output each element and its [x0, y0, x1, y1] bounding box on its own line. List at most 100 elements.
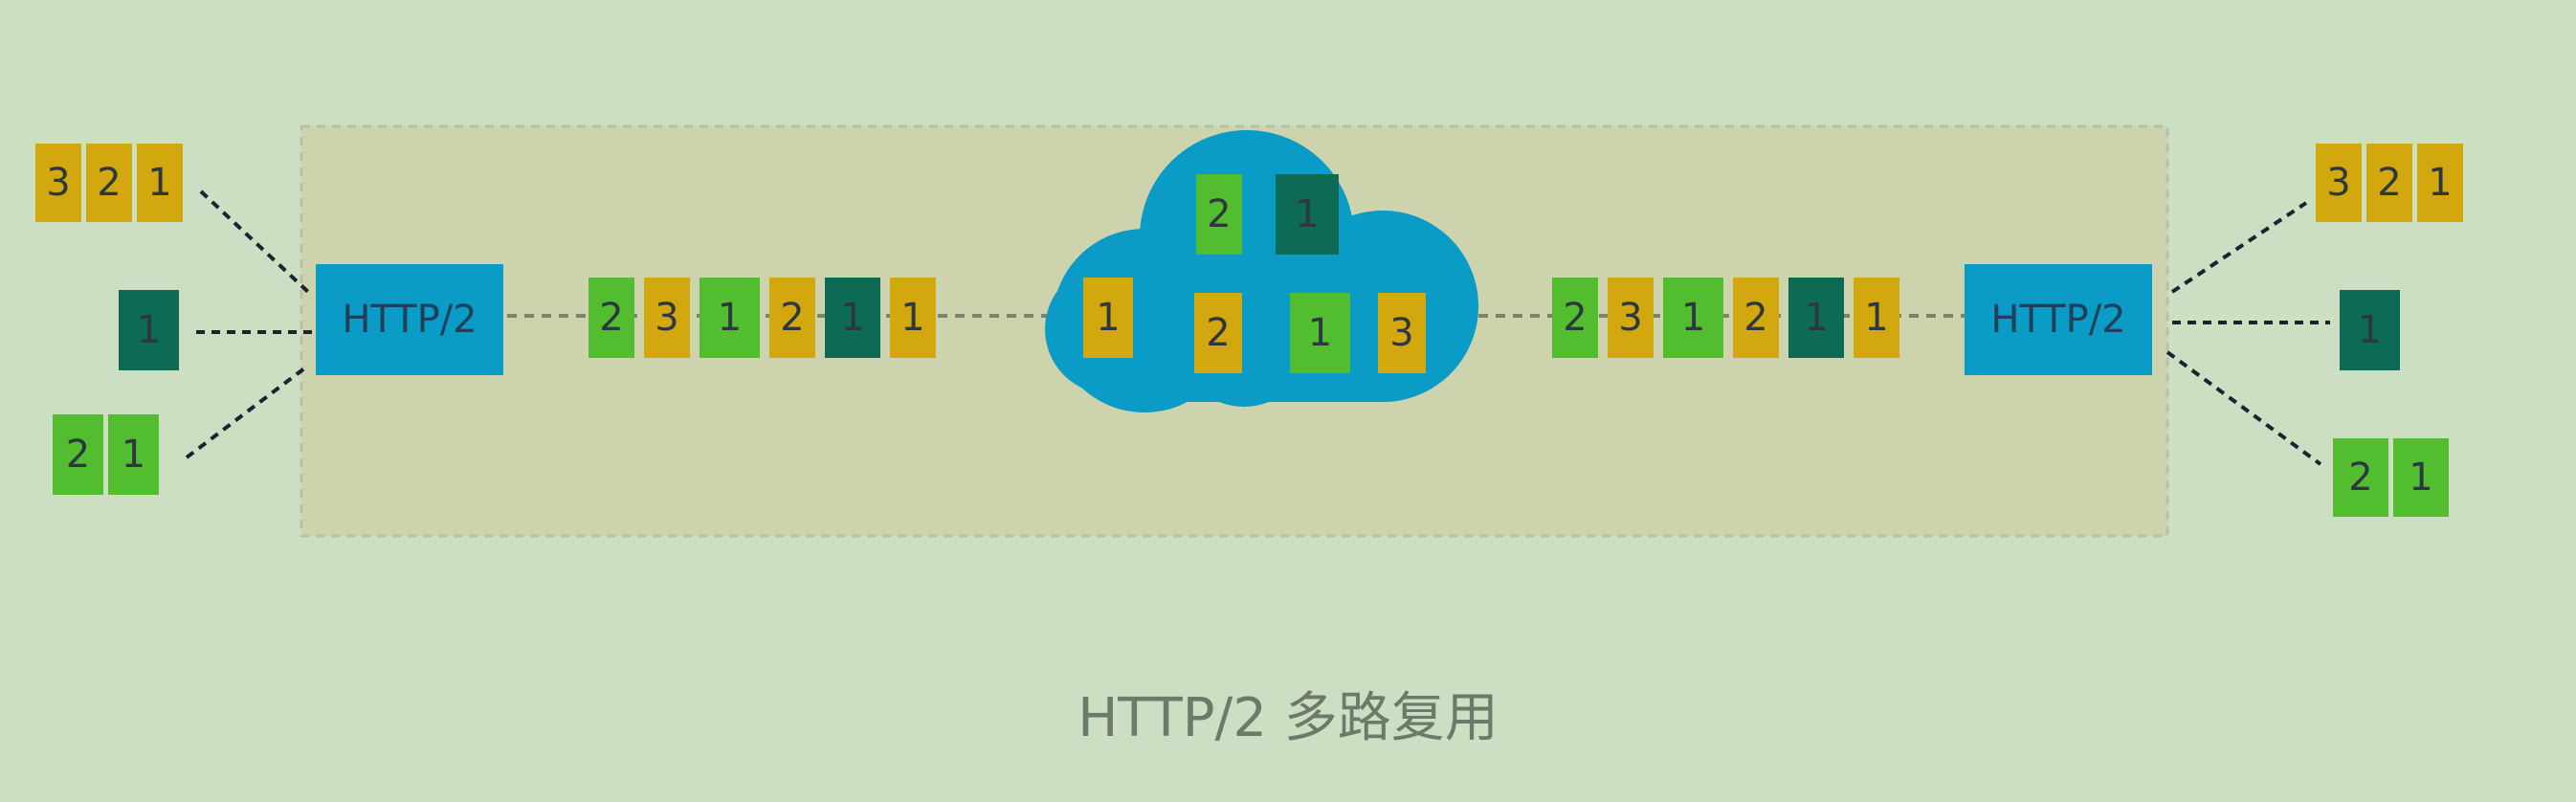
frame-label: 3	[46, 161, 70, 205]
diagram-caption: HTTP/2 多路复用	[1077, 687, 1499, 749]
cloud-frame-5: 3	[1378, 293, 1426, 373]
frame-label: 3	[1389, 311, 1413, 355]
frame-box	[1290, 293, 1350, 373]
cloud-frame-3: 2	[1194, 293, 1242, 373]
left-sequence-frame-2: 1	[700, 278, 760, 358]
frame-label: 2	[2377, 161, 2401, 205]
frame-box	[2393, 438, 2449, 517]
frame-box	[700, 278, 760, 358]
frame-label: 1	[718, 296, 742, 340]
frame-box	[825, 278, 880, 358]
frame-box	[588, 278, 634, 358]
frame-box	[2366, 144, 2412, 222]
frame-label: 1	[1864, 296, 1888, 340]
left-stream-3-frame-1: 1	[137, 144, 183, 222]
left-sequence-frame-1: 3	[644, 278, 690, 358]
frame-label: 3	[655, 296, 678, 340]
frame-label: 1	[147, 161, 171, 205]
frame-label: 2	[2348, 456, 2372, 500]
right-stream-2-frame-2: 2	[2333, 438, 2388, 517]
endpoint-box	[316, 264, 503, 375]
frame-label: 1	[1804, 296, 1828, 340]
left-http2-endpoint: HTTP/2	[316, 264, 503, 375]
output-line-stream-2	[2165, 350, 2322, 466]
frame-label: 2	[1206, 311, 1230, 355]
frame-box	[108, 414, 159, 495]
frame-box	[86, 144, 132, 222]
frame-box	[1663, 278, 1723, 358]
frame-label: 1	[2428, 161, 2452, 205]
frame-box	[1378, 293, 1426, 373]
frame-box	[1552, 278, 1598, 358]
left-sequence-frame-3: 2	[769, 278, 815, 358]
frame-box	[2340, 290, 2400, 370]
left-sequence-frame-5: 1	[890, 278, 936, 358]
source-line-stream-3	[199, 189, 310, 294]
frame-box	[1276, 174, 1339, 255]
frame-label: 3	[2326, 161, 2350, 205]
frame-box	[53, 414, 103, 495]
frame-box	[119, 290, 179, 370]
cloud-frame-1: 1	[1276, 174, 1339, 255]
frame-box	[1733, 278, 1779, 358]
frame-box	[1083, 278, 1133, 358]
cloud-frame-0: 2	[1196, 174, 1242, 255]
frame-label: 1	[1096, 296, 1120, 340]
frame-label: 2	[599, 296, 623, 340]
frame-label: 2	[780, 296, 804, 340]
cloud-frame-4: 1	[1290, 293, 1350, 373]
right-sequence-frame-2: 1	[1663, 278, 1723, 358]
frame-box	[1608, 278, 1654, 358]
endpoints: HTTP/2 HTTP/2	[316, 264, 2152, 375]
frame-label: 2	[97, 161, 121, 205]
output-line-stream-3	[2170, 201, 2308, 294]
frame-box	[2417, 144, 2463, 222]
frame-label: 1	[900, 296, 924, 340]
frame-box	[890, 278, 936, 358]
frame-box	[1194, 293, 1242, 373]
right-stream-3-frame-3: 3	[2316, 144, 2362, 222]
left-stream-2-frame-1: 1	[108, 414, 159, 495]
endpoint-box	[1965, 264, 2152, 375]
right-sequence-frame-1: 3	[1608, 278, 1654, 358]
frame-box	[137, 144, 183, 222]
frame-label: 1	[2409, 456, 2432, 500]
frame-label: 1	[2358, 308, 2382, 352]
right-stream-3-frame-2: 2	[2366, 144, 2412, 222]
frame-label: 2	[1743, 296, 1767, 340]
frame-box	[2333, 438, 2388, 517]
frame-label: 1	[1681, 296, 1705, 340]
right-sequence-frame-4: 1	[1788, 278, 1844, 358]
right-sequence-frame-3: 2	[1733, 278, 1779, 358]
frame-box	[35, 144, 81, 222]
left-stream-2-frame-2: 2	[53, 414, 103, 495]
right-http2-endpoint: HTTP/2	[1965, 264, 2152, 375]
frame-label: 2	[1563, 296, 1587, 340]
frame-box	[769, 278, 815, 358]
frame-label: 1	[122, 433, 145, 477]
cloud-frame-2: 1	[1083, 278, 1133, 358]
endpoint-label: HTTP/2	[342, 298, 477, 342]
endpoint-label: HTTP/2	[1990, 298, 2125, 342]
frame-label: 2	[66, 433, 90, 477]
frame-box	[1788, 278, 1844, 358]
right-stream-2-frame-1: 1	[2393, 438, 2449, 517]
right-stream-3-frame-1: 1	[2417, 144, 2463, 222]
source-line-stream-2	[185, 367, 306, 459]
left-stream-3-frame-2: 2	[86, 144, 132, 222]
frame-box	[1854, 278, 1899, 358]
left-stream-3-frame-3: 3	[35, 144, 81, 222]
frame-box	[644, 278, 690, 358]
left-stream-1-frame-1: 1	[119, 290, 179, 370]
frame-label: 1	[1295, 192, 1319, 236]
right-sequence-frame-5: 1	[1854, 278, 1899, 358]
frame-label: 1	[1308, 311, 1332, 355]
left-sequence-frame-0: 2	[588, 278, 634, 358]
right-sequence-frame-0: 2	[1552, 278, 1598, 358]
left-sequence-frame-4: 1	[825, 278, 880, 358]
frame-box	[2316, 144, 2362, 222]
right-stream-1-frame-1: 1	[2340, 290, 2400, 370]
frame-label: 1	[840, 296, 864, 340]
